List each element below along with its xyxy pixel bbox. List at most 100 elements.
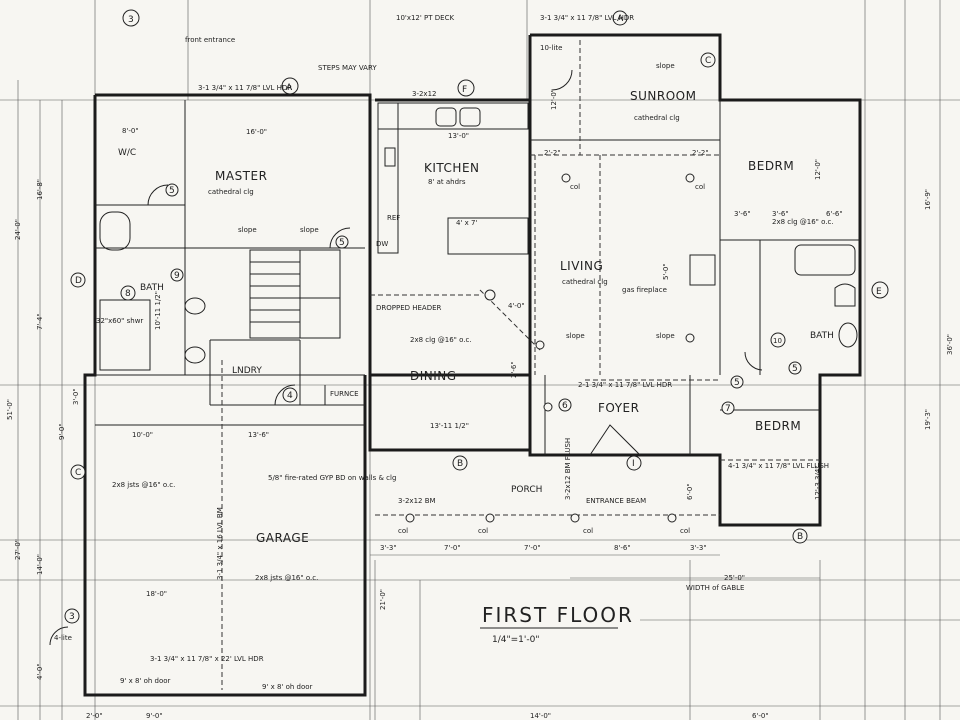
room-kitchen: KITCHEN	[424, 161, 480, 175]
dim-16-8: 16'-8"	[36, 179, 44, 200]
dim-13-0: 13'-0"	[448, 132, 469, 140]
note-joists-garage-bot: 2x8 jsts @16" o.c.	[255, 574, 318, 582]
sheet-scale: 1/4"=1'-0"	[492, 635, 539, 645]
title-block: FIRST FLOOR 1/4"=1'-0"	[480, 603, 634, 645]
note-porch-entry: ENTRANCE BEAM	[586, 497, 646, 505]
dim-12-3: 12'-3 3/4"	[814, 465, 822, 500]
note-slope-living-r: slope	[656, 332, 675, 340]
note-col-6: col	[680, 527, 690, 535]
dim-36-0: 36'-0"	[946, 334, 954, 355]
note-joists-bedrm: 2x8 clg @16" o.c.	[772, 218, 834, 226]
tag-5-master: 5	[169, 186, 175, 196]
tag-c-sunroom: C	[705, 56, 711, 66]
note-joists-dining: 2x8 clg @16" o.c.	[410, 336, 472, 344]
tag-f: F	[462, 85, 467, 95]
tag-6: 6	[562, 401, 568, 411]
note-front-entrance: front entrance	[185, 36, 235, 44]
dim-24-0: 24'-0"	[14, 219, 22, 240]
note-col-4: col	[478, 527, 488, 535]
note-fireproof: 5/8" fire-rated GYP BD on walls & clg	[268, 474, 396, 482]
grid-tags: A A F C D C E B B I 3 3 4 5 5 5 5 6 7	[64, 9, 889, 624]
room-master: MASTER	[215, 169, 267, 183]
note-dw: DW	[376, 240, 388, 248]
note-steps: STEPS MAY VARY	[318, 64, 377, 72]
note-col-5: col	[583, 527, 593, 535]
note-garage-beam: 3-1 3/4" x 16 LVL BM	[216, 507, 224, 580]
note-col-3: col	[398, 527, 408, 535]
tag-3-top: 3	[128, 15, 134, 25]
note-furnace: FURNCE	[330, 390, 359, 398]
notes: front entrance 10'x12' PT DECK STEPS MAY…	[54, 14, 834, 691]
tag-a-top: A	[286, 83, 293, 93]
note-garage-door-right: 9' x 8' oh door	[262, 683, 313, 691]
dim-7-0-b: 7'-0"	[524, 544, 541, 552]
note-pt-deck: 10'x12' PT DECK	[396, 14, 454, 22]
note-ten-lite: 10-lite	[540, 44, 562, 52]
note-slope-living: slope	[566, 332, 585, 340]
dim-6-6: 6'-6"	[826, 210, 843, 218]
dim-2-0-bottom: 2'-0"	[86, 712, 103, 720]
dim-13-6: 13'-6"	[248, 431, 269, 439]
note-beam-bed: 4-1 3/4" x 11 7/8" LVL FLUSH	[728, 462, 829, 470]
note-garage-door-left: 9' x 8' oh door	[120, 677, 171, 685]
dim-3-0: 3'-0"	[72, 388, 80, 405]
room-bath-right: BATH	[810, 331, 834, 341]
dim-9-0: 9'-0"	[58, 423, 66, 440]
beam-lines	[221, 40, 820, 690]
note-slope-master-l: slope	[238, 226, 257, 234]
dim-13-11: 13'-11 1/2"	[430, 422, 469, 430]
room-foyer: FOYER	[598, 401, 639, 415]
kitchen-fixtures	[377, 102, 529, 255]
room-wic: W/C	[118, 148, 136, 158]
room-sunroom-note: cathedral clg	[634, 114, 680, 122]
note-col-1: col	[570, 183, 580, 191]
dim-16-0: 16'-0"	[246, 128, 267, 136]
room-sunroom: SUNROOM	[630, 89, 696, 103]
interior-walls	[95, 100, 860, 455]
dim-2-2-b: 2'-2"	[692, 149, 709, 157]
room-garage: GARAGE	[256, 531, 309, 545]
tag-i: I	[632, 459, 635, 469]
dim-25-0: 25'-0"	[724, 574, 745, 582]
tag-5-bath: 5	[792, 364, 798, 374]
note-island: 4' x 7'	[456, 219, 477, 227]
note-garage-header: 3-1 3/4" x 11 7/8" x 22' LVL HDR	[150, 655, 264, 663]
note-slope-sunroom: slope	[656, 62, 675, 70]
tag-5-bed: 5	[734, 378, 740, 388]
room-porch: PORCH	[511, 485, 542, 495]
dim-3-6-b: 3'-6"	[772, 210, 789, 218]
stairs	[249, 249, 341, 339]
tag-a-sunroom: A	[617, 14, 624, 24]
note-width-gable: WIDTH of GABLE	[686, 584, 744, 592]
room-laundry: LNDRY	[232, 366, 262, 376]
note-fireplace: gas fireplace	[622, 286, 667, 294]
dimension-labels: 16'-8" 24'-0" 7'-4" 51'-0" 9'-0" 27'-0" …	[6, 89, 954, 720]
note-beam-top: 3-1 3/4" x 11 7/8" LVL HDR	[198, 84, 292, 92]
room-bath-left: BATH	[140, 283, 164, 293]
note-slope-master-r: slope	[300, 226, 319, 234]
dim-51-0: 51'-0"	[6, 399, 14, 420]
room-master-note: cathedral clg	[208, 188, 254, 196]
dim-7-4: 7'-4"	[36, 313, 44, 330]
note-dropped-header: DROPPED HEADER	[376, 304, 442, 312]
dim-8-0: 8'-0"	[122, 127, 139, 135]
dim-19-3: 19'-3"	[924, 409, 932, 430]
tag-9: 9	[174, 271, 180, 281]
door-swings	[49, 69, 763, 646]
dim-5-0: 5'-0"	[662, 263, 670, 280]
room-dining: DINING	[410, 369, 457, 383]
note-col-2: col	[695, 183, 705, 191]
dim-4-0: 4'-0"	[36, 663, 44, 680]
dim-18-0: 18'-0"	[146, 590, 167, 598]
dim-12-0-bed: 12'-0"	[814, 159, 822, 180]
note-joists-garage-top: 2x8 jsts @16" o.c.	[112, 481, 175, 489]
room-bedrm-upper: BEDRM	[748, 159, 794, 173]
room-living: LIVING	[560, 259, 603, 273]
dim-16-9: 16'-9"	[924, 189, 932, 210]
sheet-title: FIRST FLOOR	[482, 603, 634, 627]
dim-6-0: 6'-0"	[686, 483, 694, 500]
tag-8: 8	[125, 289, 131, 299]
tag-c-garage: C	[75, 468, 81, 478]
dim-8-6: 8'-6"	[614, 544, 631, 552]
